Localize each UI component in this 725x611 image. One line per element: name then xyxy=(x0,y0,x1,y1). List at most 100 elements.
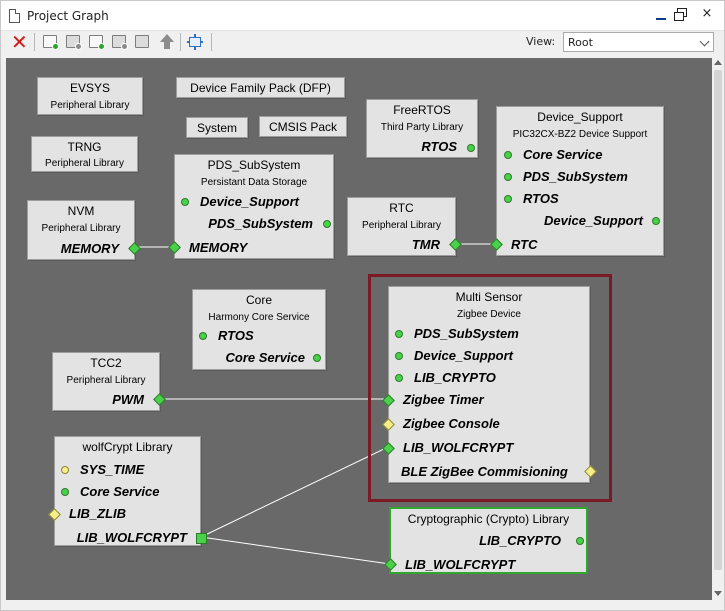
node-multi-sensor[interactable]: Multi Sensor Zigbee Device PDS_SubSystem… xyxy=(382,286,597,483)
toolbar-separator xyxy=(180,33,181,51)
node-title: Multi Sensor xyxy=(455,290,523,304)
port-label-zigbee-timer: Zigbee Timer xyxy=(403,392,484,407)
node-title: Core xyxy=(245,293,272,307)
node-title: Device Family Pack (DFP) xyxy=(190,80,331,95)
restore-button[interactable] xyxy=(674,8,688,22)
port-label-lib-wolfcrypt: LIB_WOLFCRYPT xyxy=(403,440,514,455)
node-system[interactable]: System xyxy=(186,117,248,138)
title-bar: Project Graph × xyxy=(1,1,724,31)
node-evsys[interactable]: EVSYS Peripheral Library xyxy=(37,77,143,115)
port-label-lib-crypto: LIB_CRYPTO xyxy=(479,533,561,548)
node-title: System xyxy=(196,120,237,135)
port-sys-time[interactable] xyxy=(61,466,69,474)
port-lib-crypto[interactable] xyxy=(395,374,403,382)
node-title: FreeRTOS xyxy=(393,103,451,117)
node-title: wolfCrypt Library xyxy=(82,440,173,454)
port-label-device-support: Device_Support xyxy=(544,213,643,228)
node-nvm[interactable]: NVM Peripheral Library MEMORY xyxy=(27,200,141,260)
connection-wires xyxy=(135,243,496,565)
up-arrow-icon[interactable] xyxy=(160,34,174,50)
node-title: Device_Support xyxy=(537,110,623,124)
node-wolfcrypt-library[interactable]: wolfCrypt Library SYS_TIME Core Service … xyxy=(48,436,207,546)
port-label-lib-zlib: LIB_ZLIB xyxy=(69,506,127,521)
node-title: TCC2 xyxy=(90,356,122,370)
minimize-button[interactable] xyxy=(654,8,668,22)
horizontal-scrollbar[interactable] xyxy=(6,600,712,610)
port-device-support[interactable] xyxy=(395,352,403,360)
node-freertos[interactable]: FreeRTOS Third Party Library RTOS xyxy=(366,99,478,158)
toolbar-separator xyxy=(211,33,212,51)
node-tcc2[interactable]: TCC2 Peripheral Library PWM xyxy=(52,352,166,411)
node-device-support[interactable]: Device_Support PIC32CX-BZ2 Device Suppor… xyxy=(490,106,664,256)
port-device-support[interactable] xyxy=(181,198,189,206)
port-label-pwm: PWM xyxy=(112,392,144,407)
port-label-lib-wolfcrypt: LIB_WOLFCRYPT xyxy=(405,557,516,572)
node-crypto-library[interactable]: Cryptographic (Crypto) Library LIB_CRYPT… xyxy=(384,508,587,573)
node-subtitle: Peripheral Library xyxy=(41,223,121,234)
node-cmsis-pack[interactable]: CMSIS Pack xyxy=(259,116,347,137)
port-pds-subsystem[interactable] xyxy=(504,173,512,181)
port-core-service[interactable] xyxy=(61,488,69,496)
delete-icon[interactable]: ✕ xyxy=(11,30,28,54)
port-rtos[interactable] xyxy=(467,144,475,152)
node-pds-subsystem[interactable]: PDS_SubSystem Persistant Data Storage De… xyxy=(168,154,334,259)
node-trng[interactable]: TRNG Peripheral Library xyxy=(31,136,138,172)
port-label-pds-subsystem: PDS_SubSystem xyxy=(414,326,519,341)
chevron-down-icon[interactable] xyxy=(699,36,710,47)
port-label-pds-subsystem: PDS_SubSystem xyxy=(523,169,628,184)
port-label-sys-time: SYS_TIME xyxy=(80,462,145,477)
scroll-thumb[interactable] xyxy=(714,70,722,570)
port-core-service[interactable] xyxy=(313,354,321,362)
scroll-down-icon[interactable] xyxy=(714,591,722,596)
node-title: TRNG xyxy=(67,140,102,154)
wire-wolfcrypt-crypto-lib-wolfcrypt xyxy=(200,536,391,565)
node-rtc[interactable]: RTC Peripheral Library TMR xyxy=(347,197,462,256)
node-subtitle: Harmony Core Service xyxy=(208,312,310,323)
port-rtos[interactable] xyxy=(504,195,512,203)
node-subtitle: Persistant Data Storage xyxy=(200,177,308,188)
import-icon[interactable] xyxy=(89,35,105,50)
node-subtitle: PIC32CX-BZ2 Device Support xyxy=(512,129,648,140)
port-label-core-service: Core Service xyxy=(225,350,306,365)
vertical-scrollbar[interactable] xyxy=(712,58,724,600)
add-component-icon[interactable] xyxy=(43,35,59,50)
node-core[interactable]: Core Harmony Core Service RTOS Core Serv… xyxy=(192,289,326,370)
scroll-up-icon[interactable] xyxy=(714,60,722,65)
node-device-family-pack[interactable]: Device Family Pack (DFP) xyxy=(176,77,345,98)
toolbar-separator xyxy=(34,33,35,51)
graph-canvas[interactable]: EVSYS Peripheral Library Device Family P… xyxy=(6,58,712,600)
port-label-rtos: RTOS xyxy=(523,191,559,206)
node-title: EVSYS xyxy=(69,81,111,95)
port-rtos[interactable] xyxy=(199,332,207,340)
view-label: View: xyxy=(526,35,556,48)
port-core-service[interactable] xyxy=(504,151,512,159)
node-title: PDS_SubSystem xyxy=(207,158,301,172)
pin-icon[interactable] xyxy=(135,35,149,48)
close-button[interactable]: × xyxy=(701,6,713,21)
port-label-ble-zigbee-commisioning: BLE ZigBee Commisioning xyxy=(401,464,568,479)
node-title: Cryptographic (Crypto) Library xyxy=(407,512,570,526)
node-subtitle: Peripheral Library xyxy=(362,220,441,231)
wire-wolfcrypt-zigbee-lib-wolfcrypt xyxy=(200,446,389,538)
document-icon xyxy=(9,9,20,23)
port-pds-subsystem[interactable] xyxy=(323,220,331,228)
port-label-memory: MEMORY xyxy=(189,240,248,255)
port-label-tmr: TMR xyxy=(411,237,440,252)
toolbar: ✕ View: Root xyxy=(1,31,724,53)
node-title: RTC xyxy=(389,201,414,215)
port-label-lib-wolfcrypt: LIB_WOLFCRYPT xyxy=(76,530,187,545)
view-select[interactable]: Root xyxy=(563,32,714,52)
port-lib-crypto[interactable] xyxy=(576,537,584,545)
export-icon[interactable] xyxy=(112,35,128,50)
port-label-lib-crypto: LIB_CRYPTO xyxy=(414,370,496,385)
port-label-core-service: Core Service xyxy=(523,147,603,162)
port-device-support[interactable] xyxy=(652,217,660,225)
fit-to-window-icon[interactable] xyxy=(187,34,203,50)
port-label-device-support: Device_Support xyxy=(414,348,513,363)
port-lib-wolfcrypt[interactable] xyxy=(196,533,207,544)
port-label-rtos: RTOS xyxy=(218,328,254,343)
port-pds-subsystem[interactable] xyxy=(395,330,403,338)
add-group-icon[interactable] xyxy=(66,35,82,50)
port-label-rtc: RTC xyxy=(511,237,538,252)
